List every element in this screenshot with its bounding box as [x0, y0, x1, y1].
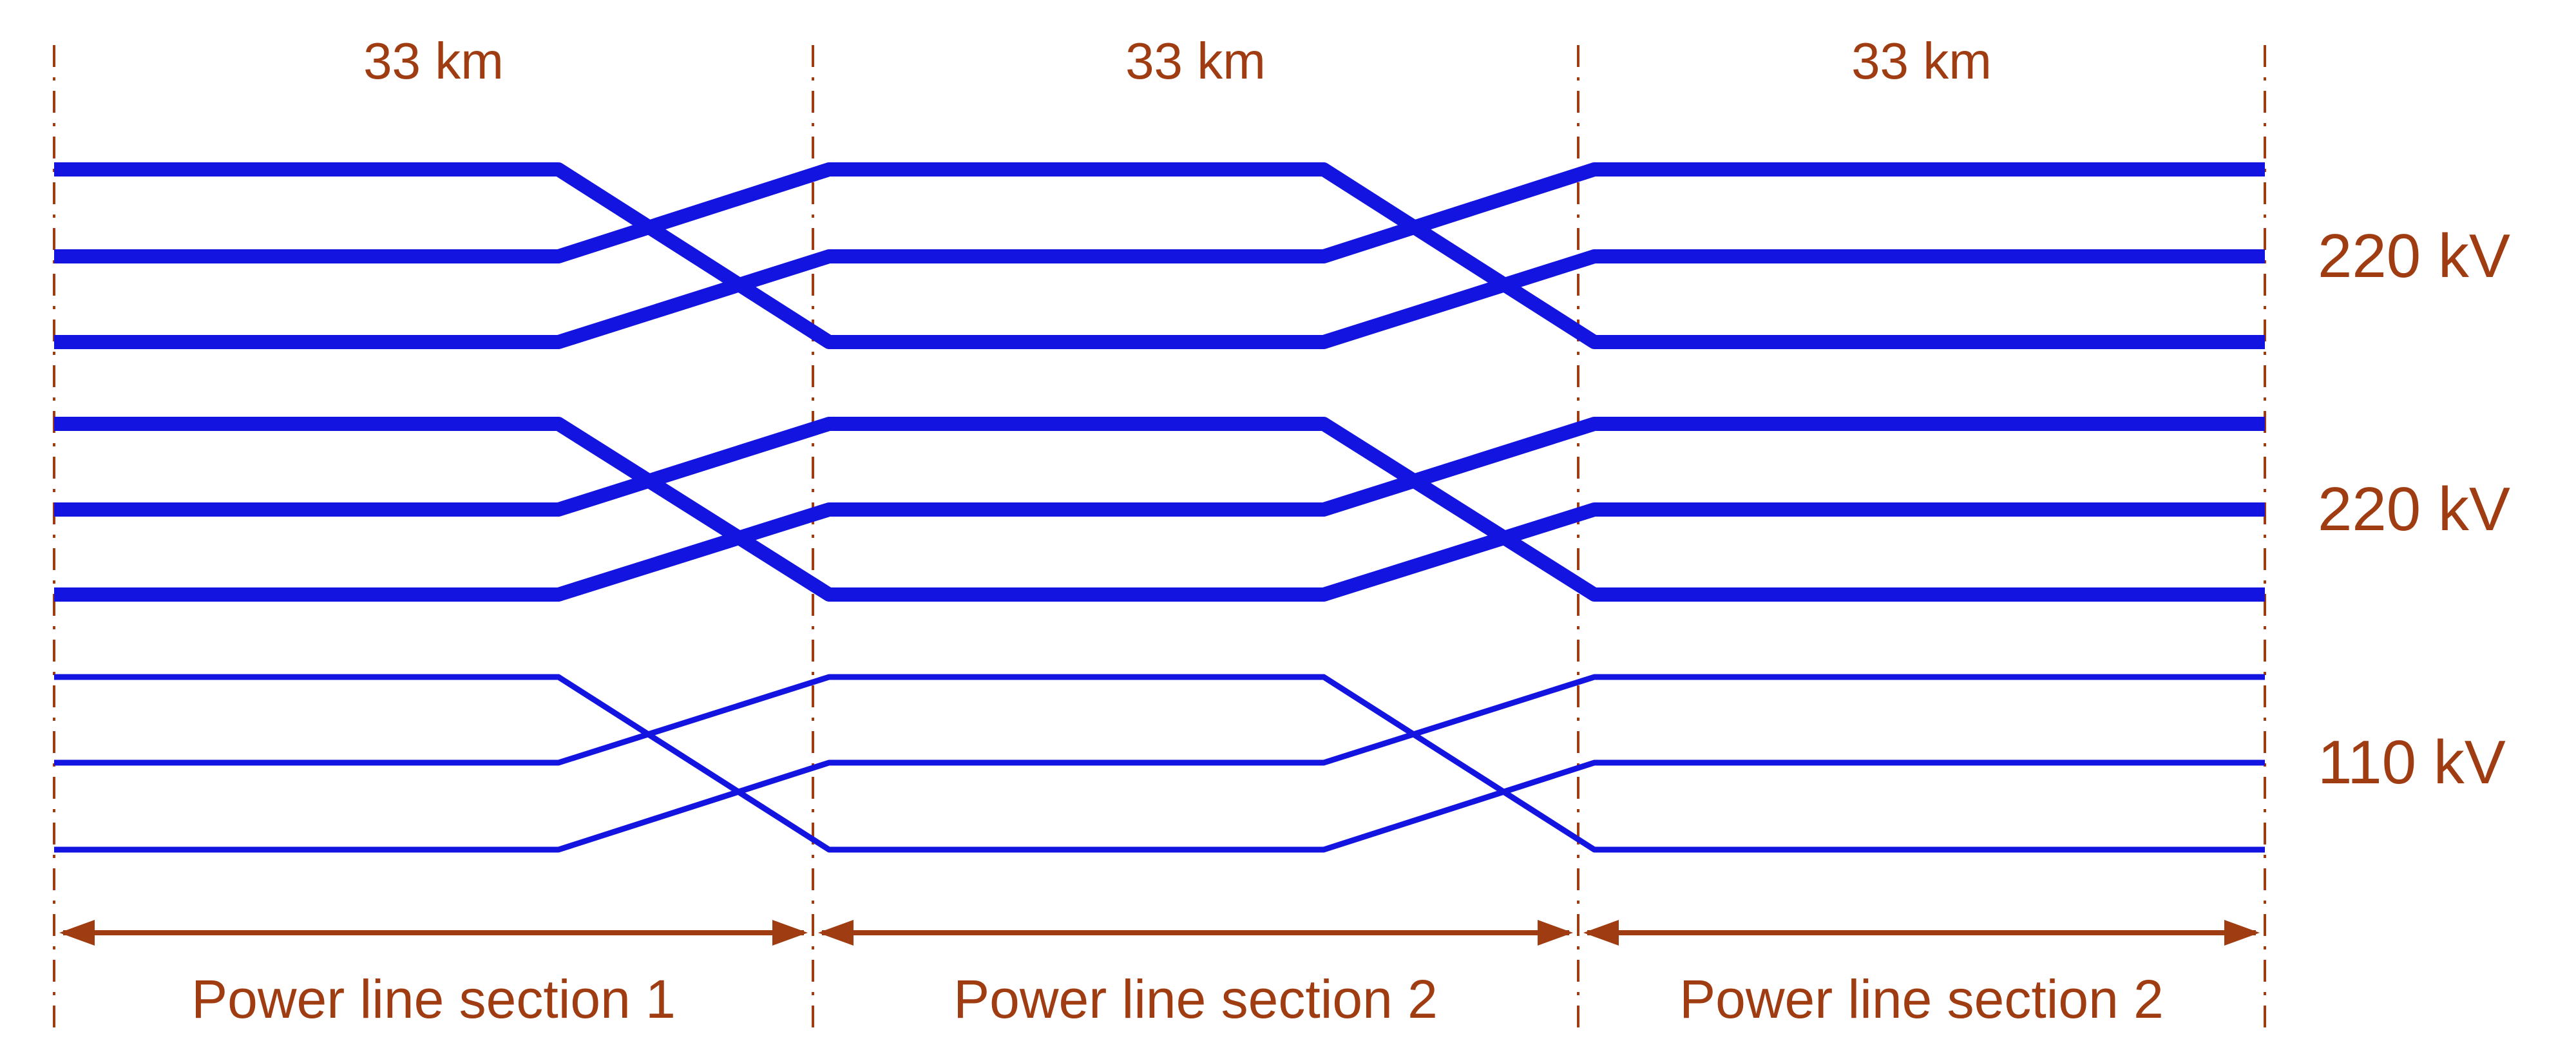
- section-length-label-1: 33 km: [363, 32, 504, 90]
- 110kv-circuit-conductor-3: [54, 674, 2265, 853]
- conductor-lines: [54, 162, 2265, 853]
- 110kv-circuit-conductor-1: [54, 674, 2265, 853]
- section-name-label-1: Power line section 1: [191, 969, 676, 1029]
- section-arrow-1: [59, 920, 808, 946]
- voltage-label-circuit-3: 110 kV: [2318, 728, 2506, 797]
- section-arrow-3: [1583, 920, 2260, 946]
- arrowhead-left-icon: [59, 920, 95, 946]
- 220kv-circuit-2-conductor-2: [54, 417, 2265, 602]
- section-length-arrows: [59, 920, 2260, 946]
- 220kv-circuit-2-conductor-3: [54, 417, 2265, 602]
- 220kv-circuit-1-conductor-3: [54, 162, 2265, 349]
- arrowhead-right-icon: [2224, 920, 2260, 946]
- voltage-label-circuit-1: 220 kV: [2318, 222, 2510, 291]
- labels: 33 km 33 km 33 km 220 kV 220 kV 110 kV P…: [191, 32, 2510, 1029]
- section-boundary-guides: [53, 45, 2266, 1036]
- 220kv-circuit-2-conductor-1: [54, 417, 2265, 602]
- section-name-label-2: Power line section 2: [953, 969, 1438, 1029]
- 220kv-circuit-1-conductor-2: [54, 162, 2265, 349]
- section-length-label-2: 33 km: [1125, 32, 1266, 90]
- arrowhead-left-icon: [1583, 920, 1619, 946]
- arrowhead-left-icon: [818, 920, 854, 946]
- arrowhead-right-icon: [772, 920, 808, 946]
- section-length-label-3: 33 km: [1851, 32, 1992, 90]
- voltage-label-circuit-2: 220 kV: [2318, 475, 2510, 544]
- arrowhead-right-icon: [1538, 920, 1573, 946]
- section-arrow-2: [818, 920, 1573, 946]
- section-name-label-3: Power line section 2: [1679, 969, 2164, 1029]
- 110kv-circuit-conductor-2: [54, 674, 2265, 853]
- 220kv-circuit-1-conductor-1: [54, 162, 2265, 349]
